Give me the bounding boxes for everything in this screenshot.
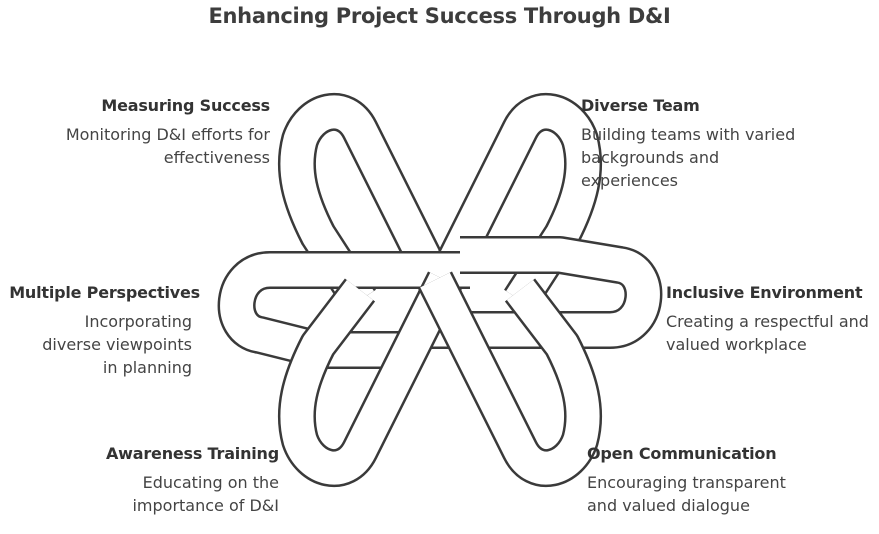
item-description: Creating a respectful and valued workpla… (666, 312, 869, 354)
item-description: Educating on the importance of D&I (132, 473, 279, 515)
item-measuring-success: Measuring Success Monitoring D&I efforts… (0, 96, 270, 169)
knot-loop-bottom-left (277, 271, 462, 487)
item-description: Building teams with varied backgrounds a… (581, 125, 796, 190)
item-awareness-training: Awareness Training Educating on the impo… (0, 444, 279, 517)
diagram-title: Enhancing Project Success Through D&I (208, 4, 671, 28)
knot-loop-right (410, 236, 663, 349)
knot-loop-top-right (418, 93, 603, 311)
item-diverse-team: Diverse Team Building teams with varied … (581, 96, 821, 192)
item-multiple-perspectives: Multiple Perspectives Incorporating dive… (0, 283, 200, 379)
knot-loop-bottom-right (418, 271, 603, 487)
item-heading: Diverse Team (581, 96, 700, 115)
knot-loop-top-left (277, 93, 462, 311)
item-open-communication: Open Communication Encouraging transpare… (587, 444, 817, 517)
item-description: Monitoring D&I efforts for effectiveness (65, 125, 270, 167)
item-inclusive-environment: Inclusive Environment Creating a respect… (666, 283, 876, 356)
item-heading: Measuring Success (101, 96, 270, 115)
item-heading: Multiple Perspectives (9, 283, 200, 302)
item-heading: Inclusive Environment (666, 283, 863, 302)
item-description: Encouraging transparent and valued dialo… (587, 473, 786, 515)
item-heading: Awareness Training (105, 444, 279, 463)
item-heading: Open Communication (587, 444, 777, 463)
item-description: Incorporating diverse viewpoints in plan… (42, 312, 192, 377)
knot-loop-left (217, 251, 470, 369)
